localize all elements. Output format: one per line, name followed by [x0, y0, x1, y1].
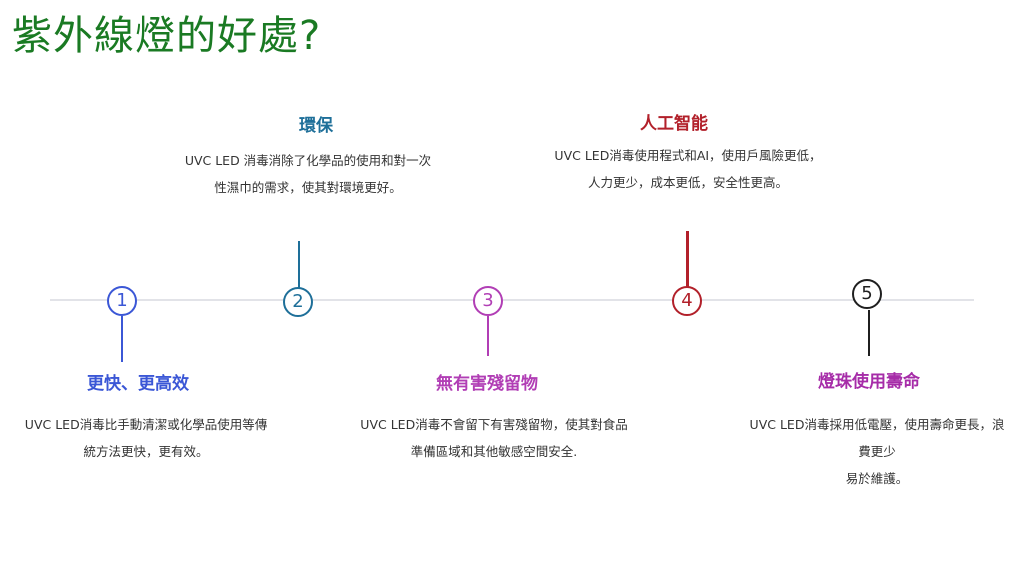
milestone-5-description-line: 費更少	[858, 444, 896, 459]
milestone-1-description: UVC LED消毒比手動清潔或化學品使用等傳 統方法更快，更有效。	[25, 411, 267, 465]
milestone-1-description-line: UVC LED消毒比手動清潔或化學品使用等傳	[24, 417, 268, 432]
milestone-3-description-line: UVC LED消毒不會留下有害殘留物，使其對食品	[360, 417, 628, 432]
milestone-2-description: UVC LED 消毒消除了化學品的使用和對一次 性濕巾的需求，使其對環境更好。	[185, 147, 431, 201]
milestone-4-circle: 4	[672, 286, 702, 316]
milestone-4-description-line: UVC LED消毒使用程式和AI，使用戶風險更低，	[554, 148, 822, 163]
milestone-3-description-line: 準備區域和其他敏感空間安全.	[410, 444, 578, 459]
milestone-1-title: 更快、更高效	[87, 374, 189, 394]
milestone-1-circle: 1	[107, 286, 137, 316]
milestone-2-connector	[298, 241, 300, 288]
milestone-4-connector	[686, 231, 689, 287]
milestone-5-circle: 5	[852, 279, 882, 309]
timeline-line	[50, 299, 974, 301]
milestone-1-connector	[121, 316, 123, 362]
milestone-4-description-line: 人力更少，成本更低，安全性更高。	[587, 175, 789, 190]
milestone-2-description-line: 性濕巾的需求，使其對環境更好。	[214, 180, 402, 195]
milestone-2-description-line: UVC LED 消毒消除了化學品的使用和對一次	[184, 153, 432, 168]
milestone-2-title: 環保	[299, 116, 333, 136]
milestone-2-circle: 2	[283, 287, 313, 317]
milestone-3-circle: 3	[473, 286, 503, 316]
milestone-5-connector	[868, 310, 870, 356]
milestone-4-description: UVC LED消毒使用程式和AI，使用戶風險更低， 人力更少，成本更低，安全性更…	[554, 142, 821, 196]
milestone-1-description-line: 統方法更快，更有效。	[83, 444, 209, 459]
milestone-4-title: 人工智能	[640, 114, 708, 134]
milestone-5-description-line: 易於維護。	[845, 471, 909, 486]
milestone-5-description: UVC LED消毒採用低電壓，使用壽命更長，浪 費更少 易於維護。	[750, 411, 1005, 492]
page-title: 紫外線燈的好處?	[12, 13, 322, 59]
milestone-5-description-line: UVC LED消毒採用低電壓，使用壽命更長，浪	[749, 417, 1005, 432]
milestone-3-connector	[487, 316, 489, 356]
milestone-3-description: UVC LED消毒不會留下有害殘留物，使其對食品 準備區域和其他敏感空間安全.	[360, 411, 627, 465]
milestone-3-title: 無有害殘留物	[436, 374, 538, 394]
milestone-5-title: 燈珠使用壽命	[818, 372, 920, 392]
